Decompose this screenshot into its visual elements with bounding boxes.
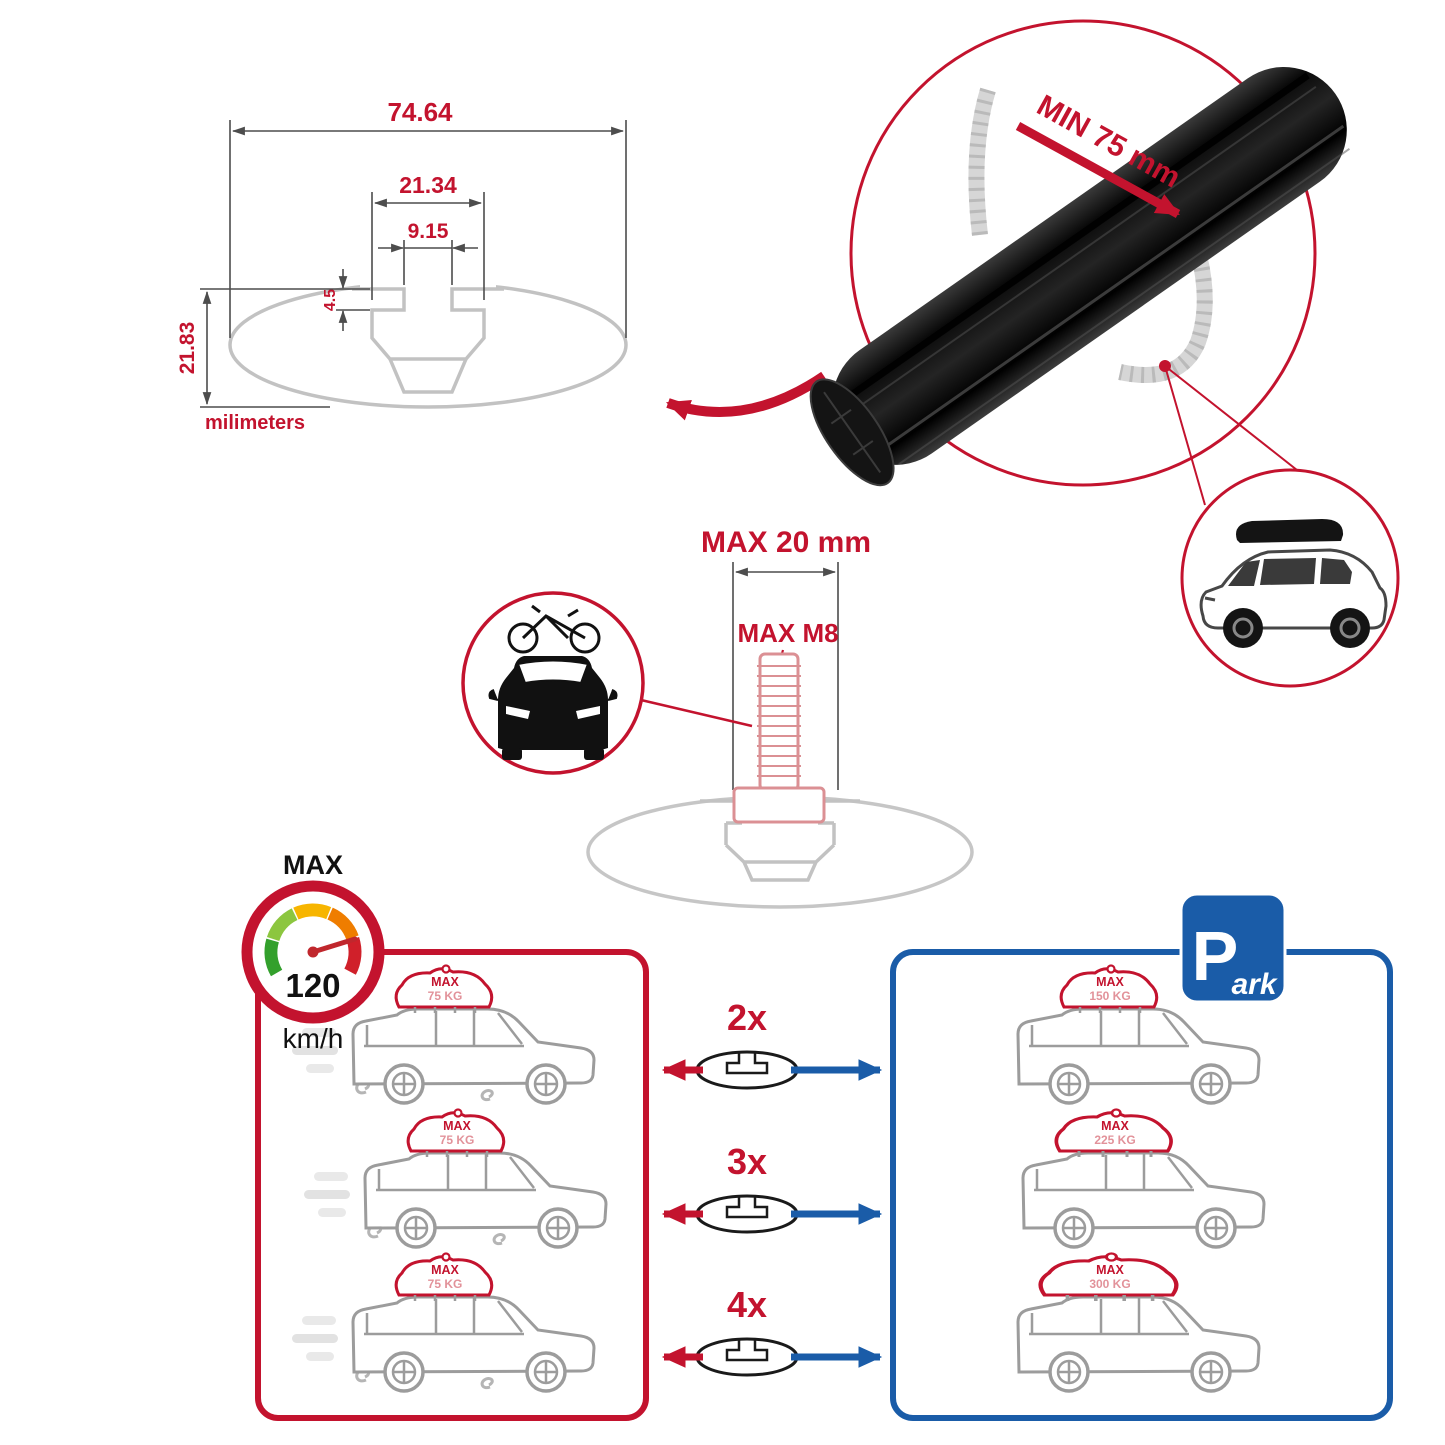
speed-value: 120 [285,967,340,1004]
circle-connector-line [640,698,753,728]
car-front-circle [461,591,753,775]
slot-depth-value: 4.5 [322,289,339,311]
suv-windows [1228,558,1352,586]
zoom-circle [849,19,1317,487]
suv-front-hub [1232,617,1254,639]
suv-rear-wheel [1330,608,1370,648]
roof-bike-icon [507,604,601,654]
bolt-head [732,786,826,824]
crossbar-slot-icon [695,1050,799,1090]
crossbar-slot-icon [695,1194,799,1234]
box-max-label: MAX [1101,1119,1129,1133]
channel-width-value: 21.34 [399,172,457,198]
box-weight-label: 300 KG [1089,1277,1130,1291]
ext-lines-channel-width [371,192,485,300]
driving-cars: MAX 75 KG MAX 75 KG MAX 75 KG [290,964,606,1392]
park-sign-plate [1179,892,1287,1004]
multiplier-column: 2x 3x 4x [661,997,883,1377]
speedometer: MAX 120 km/h [241,850,385,1054]
park-letter: P [1192,917,1239,995]
bolt-detail: MAX 20 mm MAX M8 [586,526,974,909]
ext-lines-total-width [229,120,627,338]
t-slot-foot [388,358,468,394]
bolt-threads [757,665,801,777]
suv-front-wheel [1223,608,1263,648]
gauge-pivot [307,946,319,958]
ext-lines-total-height [200,288,370,408]
suv-rear-hub [1339,617,1361,639]
crossbar-cross-section [228,281,628,409]
clamp-strap-left [968,87,996,236]
crossbar-bar [809,67,1351,487]
parking-cars: MAX 150 KG MAX 225 KG MAX 300 KG [1018,964,1264,1392]
suv-headlight [1204,596,1216,602]
box-weight-label: 225 KG [1094,1133,1135,1147]
min-clearance-arrow [1015,122,1181,218]
total-height-value: 21.83 [176,322,199,375]
car-front-icon [488,656,618,760]
bolt-shaft [758,652,800,792]
t-slot-profile [352,287,504,361]
box-weight-label: 150 KG [1089,989,1130,1003]
crossbar-pointer-arrow [665,371,827,421]
multiplier-4x: 4x [727,1284,767,1325]
box-weight-label: 75 KG [428,989,463,1003]
box-weight-label: 75 KG [440,1133,475,1147]
bolt-max-length-label: MAX 20 mm [701,526,871,559]
bolt [732,652,826,824]
gauge-needle [310,936,358,955]
crossbar-slot-icon [695,1337,799,1377]
units-label: milimeters [205,412,305,434]
park-script: ark [1231,968,1277,1001]
slot-width-value: 9.15 [408,220,449,243]
detail-connector-lines [1164,365,1303,506]
crossbar-detail: MIN 75 mm [809,19,1351,506]
multiplier-2x: 2x [727,997,767,1038]
box-max-label: MAX [431,1263,459,1277]
box-max-label: MAX [1096,975,1124,989]
total-width-value: 74.64 [387,97,453,127]
multiplier-3x: 3x [727,1141,767,1182]
park-sign: P ark [1179,892,1287,1004]
box-max-label: MAX [443,1119,471,1133]
suv-roof-box [1236,519,1344,543]
mask [360,277,496,294]
speed-units: km/h [283,1023,344,1054]
box-weight-label: 75 KG [428,1277,463,1291]
speed-max-label: MAX [283,850,343,880]
bolt-ext-lines [732,562,839,790]
bolt-max-thread-label: MAX M8 [737,618,838,648]
box-max-label: MAX [1096,1263,1124,1277]
box-max-label: MAX [431,975,459,989]
suv-roofbox-circle [1180,468,1400,688]
dimension-diagram: 74.64 21.34 9.15 4.5 21.83 milimeters [176,97,628,434]
